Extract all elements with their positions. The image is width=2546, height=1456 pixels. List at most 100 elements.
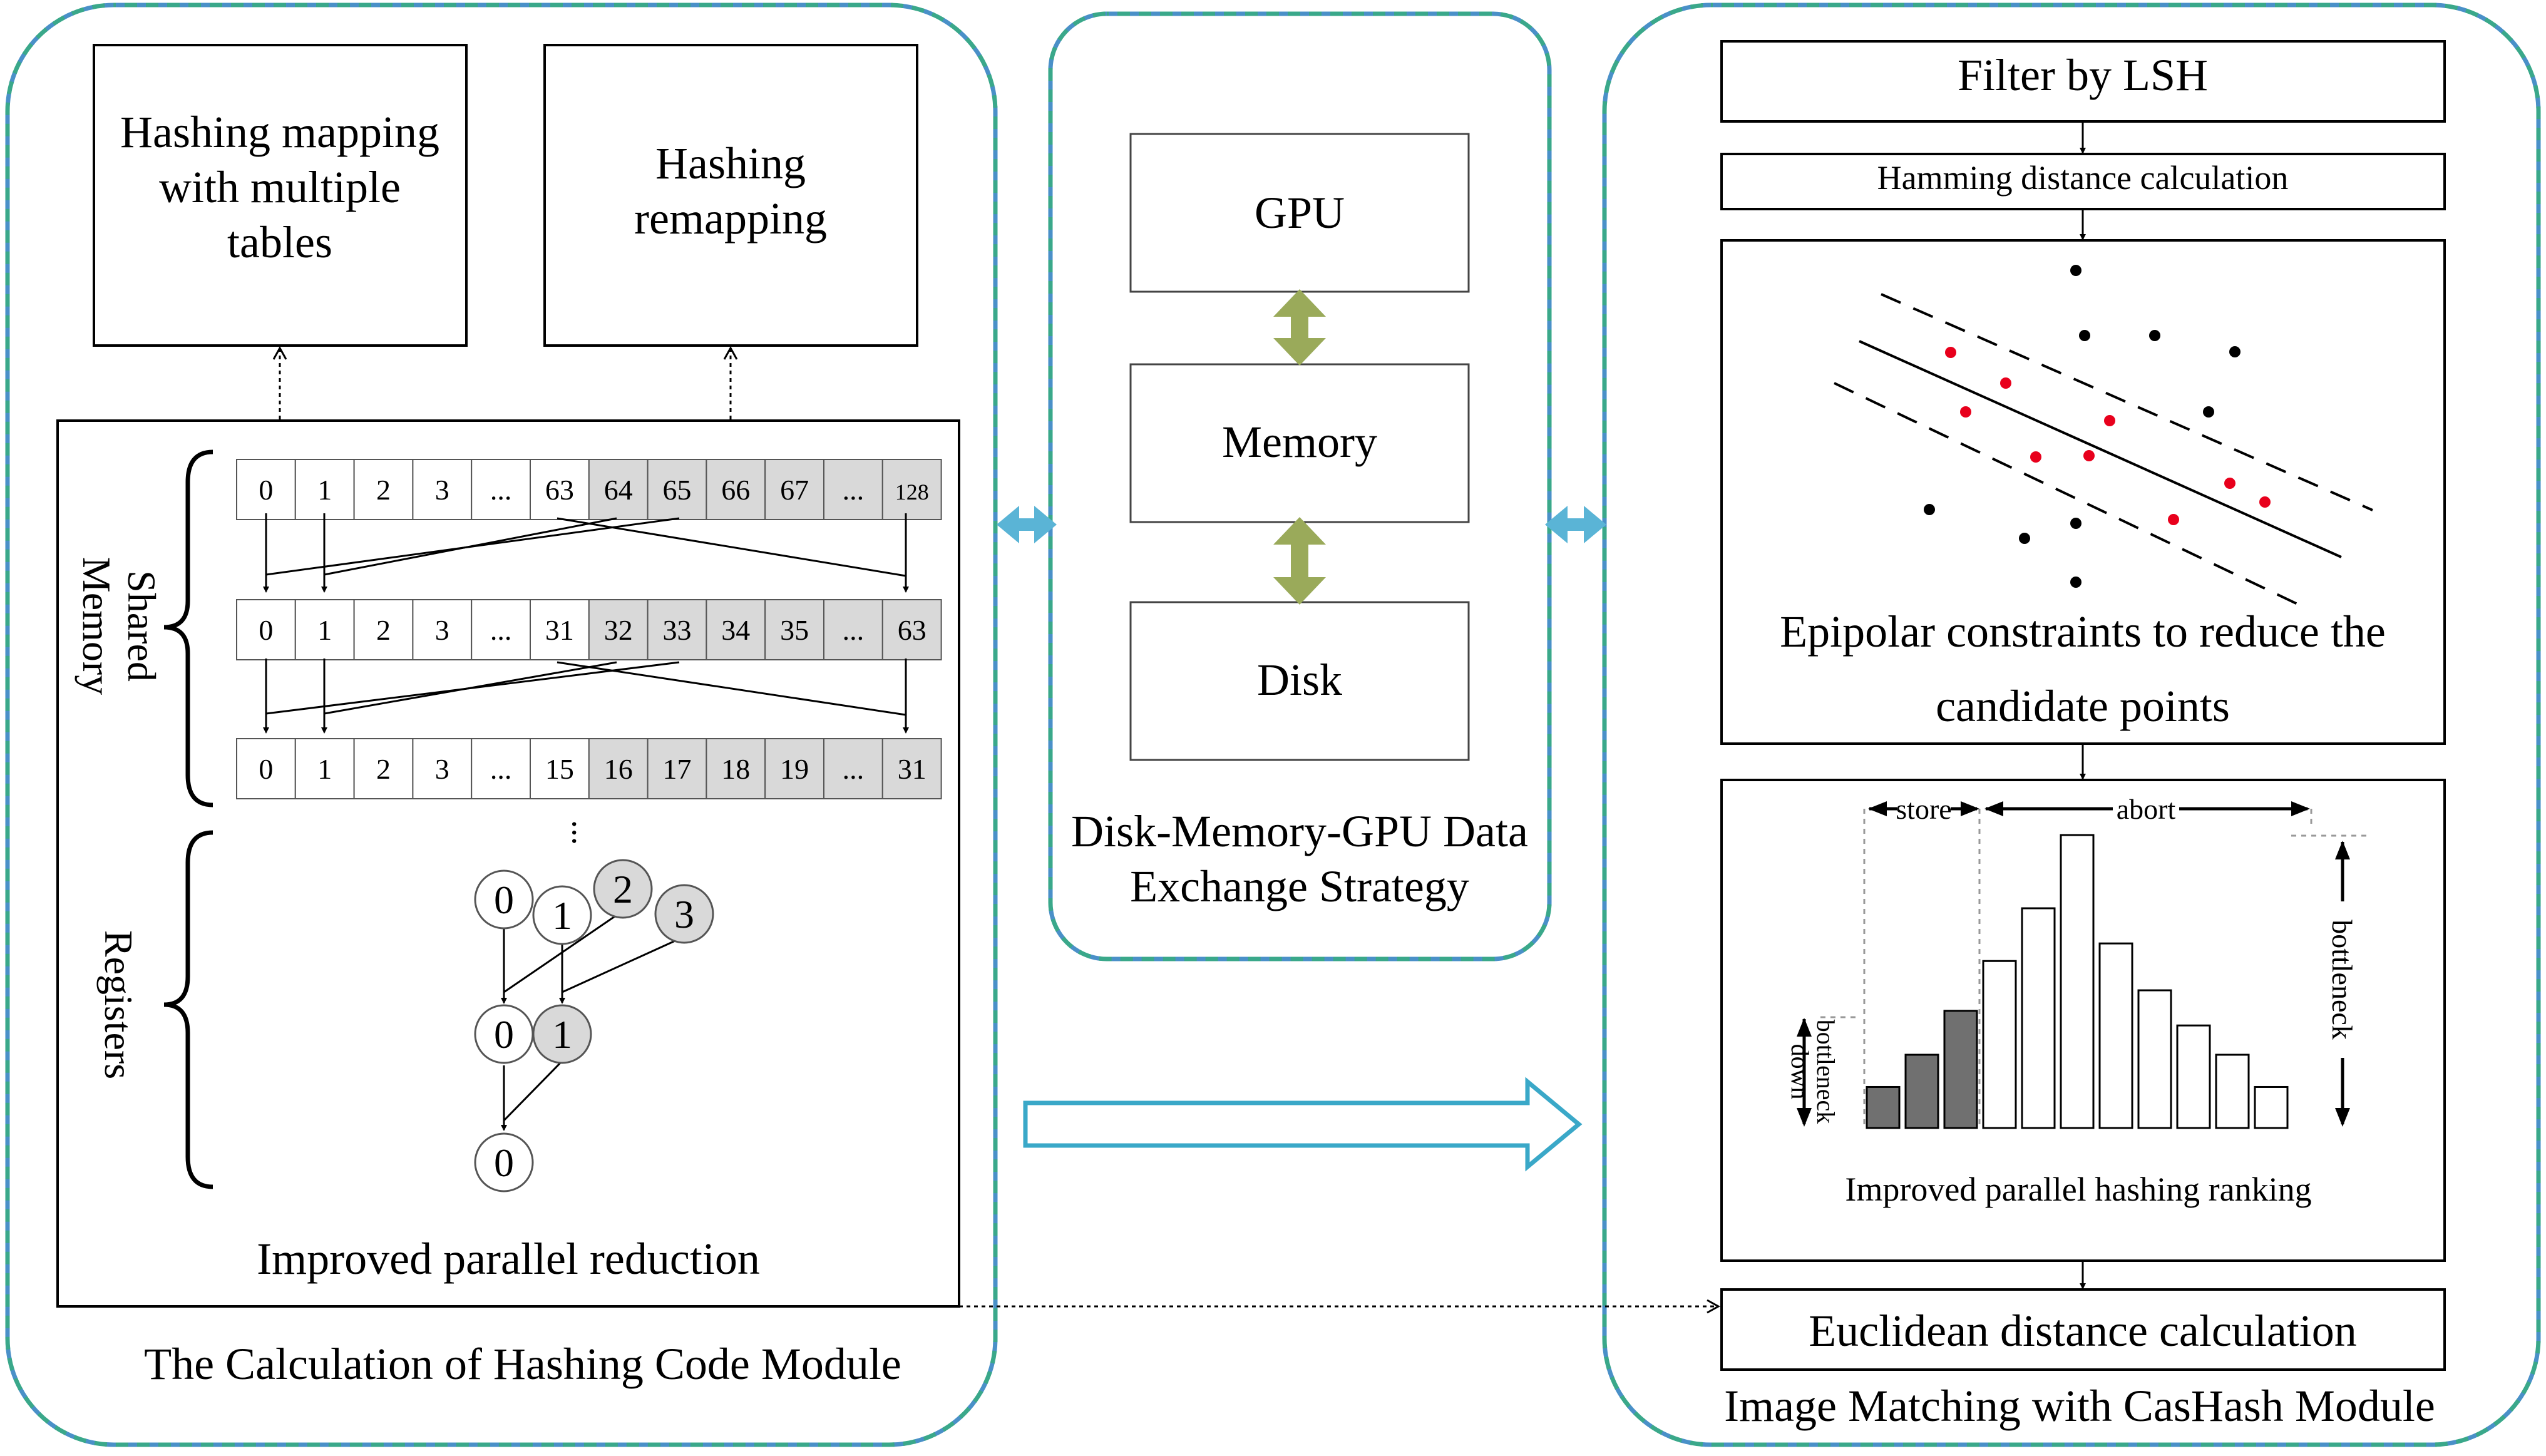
memory-cell-value: 3	[435, 753, 449, 785]
memory-cell: ...	[823, 459, 883, 520]
memory-cell-value: 0	[259, 474, 273, 506]
candidate-point-red	[2168, 514, 2179, 525]
register-node: 0	[474, 1132, 534, 1192]
register-node-value: 1	[552, 1012, 572, 1057]
hamming-box: Hamming distance calculation	[1720, 153, 2446, 210]
histogram-bar	[1904, 1054, 1939, 1129]
memory-disk-arrow	[1273, 517, 1326, 605]
memory-cell: 1	[294, 599, 355, 660]
memory-cell-value: 128	[895, 479, 929, 505]
vertical-ellipsis: ...	[565, 820, 603, 846]
histogram-bar	[2254, 1085, 2289, 1129]
parallel-reduction-caption: Improved parallel reduction	[257, 1234, 760, 1284]
memory-cell: 3	[412, 599, 473, 660]
euclidean-label: Euclidean distance calculation	[1809, 1306, 2357, 1356]
memory-cell: 34	[706, 599, 766, 660]
candidate-point-red	[2030, 451, 2041, 463]
shared-memory-brace	[163, 449, 213, 807]
abort-label: abort	[2117, 793, 2176, 825]
memory-cell-value: ...	[843, 614, 865, 646]
memory-cell-value: 31	[545, 614, 574, 646]
memory-cell-value: 67	[780, 474, 809, 506]
histogram-bar	[2176, 1024, 2211, 1129]
registers-label: Registers	[96, 930, 141, 1079]
memory-cell: 31	[881, 738, 942, 799]
histogram-bar	[2215, 1054, 2250, 1129]
memory-cell: 35	[764, 599, 824, 660]
memory-cell: 3	[412, 738, 473, 799]
memory-cell-value: 0	[259, 753, 273, 785]
memory-cell: ...	[823, 599, 883, 660]
memory-cell: 63	[881, 599, 942, 660]
registers-brace	[163, 830, 213, 1189]
histogram-bar	[2021, 907, 2056, 1129]
candidate-point-black	[2019, 533, 2030, 544]
candidate-point-black	[2149, 330, 2160, 341]
euclidean-box: Euclidean distance calculation	[1720, 1288, 2446, 1371]
memory-cell-value: 2	[376, 753, 391, 785]
memory-cell: 33	[647, 599, 707, 660]
hashing-mapping-box: Hashing mapping with multiple tables	[93, 44, 468, 347]
memory-cell: 0	[236, 599, 296, 660]
candidate-point-black	[1924, 504, 1935, 515]
hashing-remapping-box: Hashing remapping	[543, 44, 918, 347]
epipolar-box: Epipolar constraints to reduce the candi…	[1720, 239, 2446, 745]
left-module-region	[5, 3, 998, 1447]
bottleneck-down-label-2: down	[1786, 1044, 1814, 1100]
memory-cell: 31	[530, 599, 590, 660]
memory-cell-value: 19	[780, 753, 809, 785]
epipolar-points	[1924, 265, 2271, 588]
memory-cell-value: ...	[843, 474, 865, 506]
register-node: 1	[532, 1004, 592, 1064]
memory-cell-value: 16	[604, 753, 633, 785]
histogram-bar	[1943, 1010, 1978, 1129]
hashing-remapping-line-2: remapping	[634, 193, 827, 244]
memory-cell-value: 35	[780, 614, 809, 646]
memory-cell-value: 32	[604, 614, 633, 646]
memory-cell: ...	[471, 459, 531, 520]
memory-cell: 64	[588, 459, 649, 520]
memory-cell-value: 17	[663, 753, 692, 785]
shared-memory-label-2: Memory	[74, 557, 119, 695]
memory-cell: 63	[530, 459, 590, 520]
hashing-mapping-line-2: with multiple	[159, 162, 401, 212]
reduction-arrows-2	[263, 659, 909, 734]
parallel-reduction-box	[56, 419, 960, 1308]
memory-cell: 0	[236, 738, 296, 799]
memory-cell: 2	[353, 459, 414, 520]
memory-cell: 128	[881, 459, 942, 520]
memory-cell: 66	[706, 459, 766, 520]
memory-cell-value: 1	[317, 474, 332, 506]
disk-label: Disk	[1257, 655, 1342, 705]
candidate-point-black	[2070, 577, 2081, 588]
candidate-point-black	[2070, 518, 2081, 529]
histogram-bar	[2060, 834, 2095, 1129]
big-flow-arrow	[1023, 1077, 1583, 1172]
epipolar-caption-2: candidate points	[1936, 681, 2230, 731]
register-node-value: 1	[552, 893, 572, 938]
register-node-value: 0	[494, 1141, 514, 1185]
left-module-title: The Calculation of Hashing Code Module	[144, 1339, 901, 1389]
candidate-point-black	[2079, 330, 2090, 341]
epipolar-caption-1: Epipolar constraints to reduce the	[1780, 607, 2386, 657]
hamming-label: Hamming distance calculation	[1877, 159, 2289, 197]
disk-box: Disk	[1129, 601, 1470, 761]
candidate-point-black	[2229, 346, 2241, 357]
memory-cell-value: ...	[843, 753, 865, 785]
register-node: 3	[654, 884, 714, 944]
memory-cell-value: 65	[663, 474, 692, 506]
memory-box: Memory	[1129, 363, 1470, 523]
memory-cell: ...	[823, 738, 883, 799]
register-node: 0	[474, 1004, 534, 1064]
candidate-point-black	[2070, 265, 2081, 276]
shared-memory-label-1: Shared	[120, 570, 164, 682]
register-node: 0	[474, 869, 534, 930]
histogram-bar	[1866, 1085, 1901, 1129]
memory-cell: 3	[412, 459, 473, 520]
memory-cell-value: 18	[721, 753, 750, 785]
memory-cell-value: 33	[663, 614, 692, 646]
gpu-label: GPU	[1255, 188, 1345, 238]
